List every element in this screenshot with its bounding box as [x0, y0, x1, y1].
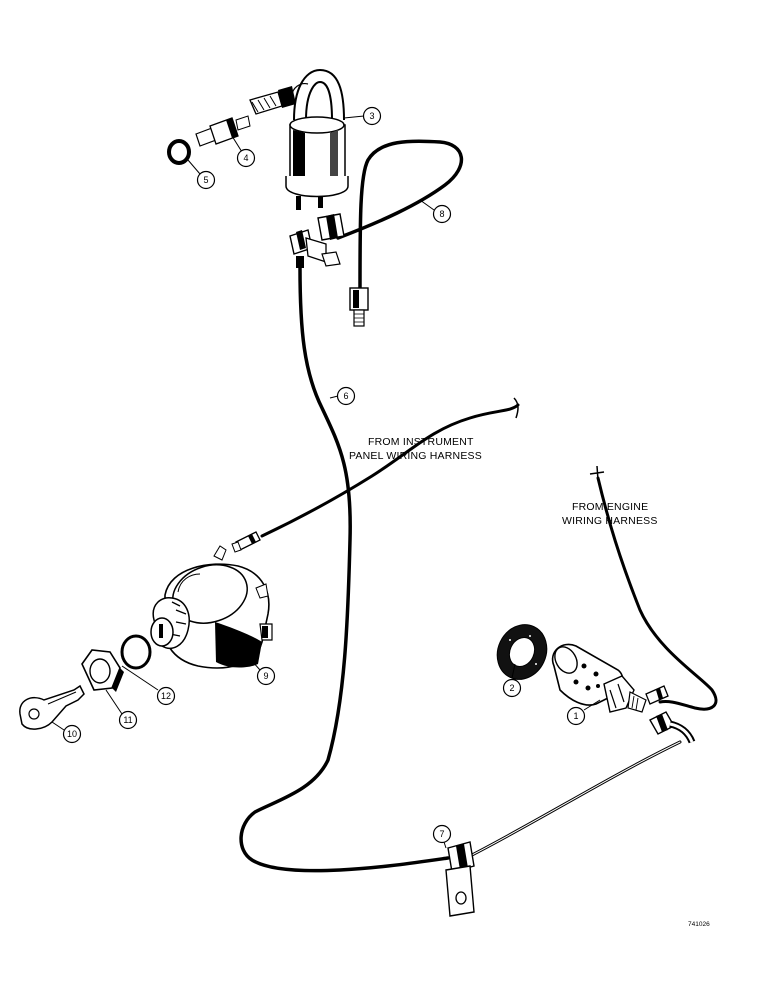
svg-text:10: 10 [67, 729, 77, 739]
sensor-1 [551, 643, 696, 744]
instrument-wire [260, 403, 520, 538]
svg-text:9: 9 [263, 671, 268, 681]
adapter-4 [195, 115, 251, 147]
instrument-wire-connector [231, 531, 261, 553]
callout-6: 6 [336, 386, 356, 406]
tube-8 [336, 139, 464, 292]
svg-text:11: 11 [123, 715, 132, 725]
instrument-wire-end [513, 397, 519, 419]
svg-text:5: 5 [203, 175, 208, 185]
washer-12 [120, 634, 152, 670]
instrument-label-line2: PANEL WIRING HARNESS [349, 450, 482, 462]
svg-text:12: 12 [161, 691, 171, 701]
tee-fitting [289, 213, 345, 268]
gasket-2 [496, 624, 548, 680]
tube-7-run-highlight [469, 741, 681, 857]
callout-12: 12 [156, 686, 176, 706]
clip-bracket-7 [445, 841, 475, 917]
callout-8: 8 [432, 204, 452, 224]
tube-8-end-fitting [349, 287, 369, 327]
svg-text:3: 3 [369, 111, 374, 121]
svg-text:7: 7 [439, 829, 444, 839]
callout-9: 9 [256, 666, 276, 686]
engine-wire [596, 476, 718, 711]
figure-code: 741026 [688, 921, 710, 928]
svg-text:6: 6 [343, 391, 348, 401]
engine-label-line1: FROM ENGINE [572, 501, 648, 513]
callout-4: 4 [236, 148, 256, 168]
pressure-switch-3 [249, 68, 349, 210]
svg-text:4: 4 [243, 153, 248, 163]
leader-lines [51, 115, 601, 849]
o-ring-5 [167, 139, 191, 165]
callout-1: 1 [566, 706, 586, 726]
key-10 [19, 684, 85, 730]
svg-text:2: 2 [509, 683, 514, 693]
callout-7: 7 [432, 824, 452, 844]
tube-6 [239, 266, 450, 873]
engine-label-line2: WIRING HARNESS [562, 515, 658, 527]
callout-3: 3 [362, 106, 382, 126]
svg-text:8: 8 [439, 209, 444, 219]
callout-11: 11 [118, 710, 138, 730]
engine-wire-end [589, 465, 605, 481]
callout-10: 10 [62, 724, 82, 744]
hex-nut-11 [81, 649, 124, 692]
svg-text:1: 1 [573, 711, 578, 721]
ignition-switch-9 [150, 545, 273, 669]
callout-5: 5 [196, 170, 216, 190]
callout-2: 2 [502, 678, 522, 698]
instrument-label-line1: FROM INSTRUMENT [368, 436, 474, 448]
